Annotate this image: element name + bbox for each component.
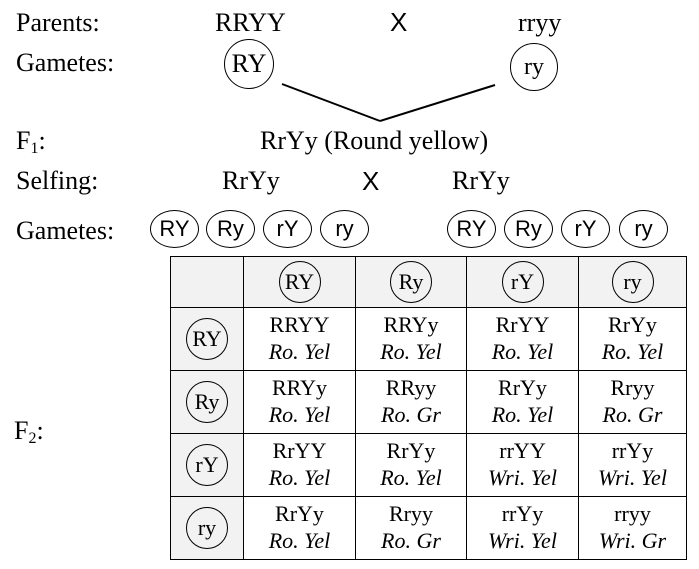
fertilization-line-left	[281, 83, 381, 122]
genotype: RrYY	[272, 438, 327, 464]
phenotype: Ro. Yel	[601, 339, 664, 365]
phenotype: Ro. Yel	[268, 339, 331, 365]
parent-left-genotype: RRYY	[215, 8, 286, 37]
gamete-circle: RY	[186, 318, 228, 360]
gamete-circle: rY	[186, 444, 228, 486]
fertilization-line-right	[379, 84, 496, 122]
gametes-label-2: Gametes:	[16, 216, 115, 245]
gamete-circle: ry	[186, 507, 228, 549]
punnett-row-header: Ry	[170, 370, 244, 434]
gamete-circle: RY	[278, 261, 321, 303]
gamete-oval: ry	[320, 210, 369, 248]
parents-label: Parents:	[16, 8, 100, 37]
punnett-row-header: RY	[170, 307, 244, 371]
genotype: RRyy	[385, 375, 437, 401]
gametes-label: Gametes:	[16, 48, 115, 77]
genotype: RRYY	[269, 312, 330, 338]
genotype: RRYy	[271, 375, 328, 401]
punnett-header-row: RY Ry rY ry	[170, 256, 687, 308]
genotype: RrYY	[495, 312, 550, 338]
selfing-cross-symbol: X	[362, 166, 380, 196]
phenotype: Ro. Yel	[380, 465, 442, 491]
gamete-oval: RY	[447, 210, 496, 248]
selfing-label: Selfing:	[16, 166, 99, 195]
gamete-circle: ry	[611, 261, 654, 303]
phenotype: Ro. Gr	[381, 528, 441, 554]
phenotype: Ro. Yel	[380, 339, 442, 365]
genotype: rrYy	[611, 438, 654, 464]
punnett-col-header: RY	[243, 256, 356, 308]
f2-label: F2:	[14, 416, 44, 447]
genotype: rrYy	[501, 501, 544, 527]
selfing-right-genotype: RrYy	[452, 166, 510, 195]
gamete-oval: Ry	[504, 210, 553, 248]
genotype: Rryy	[389, 501, 433, 527]
gamete-oval: rY	[263, 210, 312, 248]
selfing-left-genotype: RrYy	[222, 166, 280, 195]
gamete-circle: rY	[501, 261, 544, 303]
phenotype: Wri. Gr	[598, 528, 667, 554]
gamete-circle: Ry	[390, 261, 432, 303]
punnett-col-header: Ry	[355, 256, 467, 308]
punnett-row-header: ry	[170, 496, 244, 560]
gamete-circle: Ry	[186, 381, 228, 423]
gamete-right-circle: ry	[510, 43, 558, 91]
phenotype: Wri. Yel	[598, 465, 667, 491]
phenotype: Ro. Yel	[491, 402, 554, 428]
genotype: RrYy	[608, 312, 657, 338]
punnett-row-header: rY	[170, 433, 244, 497]
genotype: RrYy	[275, 501, 324, 527]
genotype: rrYY	[499, 438, 546, 464]
f1-result: RrYy (Round yellow)	[260, 126, 489, 155]
phenotype: Wri. Yel	[488, 528, 557, 554]
gamete-oval: rY	[561, 210, 610, 248]
phenotype: Wri. Yel	[488, 465, 557, 491]
phenotype: Ro. Yel	[268, 465, 331, 491]
f1-label: F1:	[16, 126, 46, 157]
gamete-oval: Ry	[206, 210, 255, 248]
phenotype: Ro. Yel	[268, 528, 331, 554]
genotype: RrYy	[498, 375, 547, 401]
gamete-oval: RY	[150, 210, 199, 248]
parent-right-genotype: rryy	[518, 8, 562, 37]
phenotype: Ro. Gr	[381, 402, 441, 428]
phenotype: Ro. Yel	[268, 402, 331, 428]
genotype: RrYy	[386, 438, 436, 464]
parents-cross-symbol: X	[390, 7, 408, 37]
punnett-col-header: ry	[578, 256, 687, 308]
genotype: Rryy	[610, 375, 655, 401]
gamete-left-circle: RY	[224, 39, 274, 89]
punnett-corner	[170, 256, 244, 308]
phenotype: Ro. Gr	[602, 402, 663, 428]
genotype: RRYy	[383, 312, 439, 338]
phenotype: Ro. Yel	[491, 339, 554, 365]
gamete-oval: ry	[619, 210, 668, 248]
genotype: rryy	[614, 501, 651, 527]
punnett-col-header: rY	[466, 256, 579, 308]
